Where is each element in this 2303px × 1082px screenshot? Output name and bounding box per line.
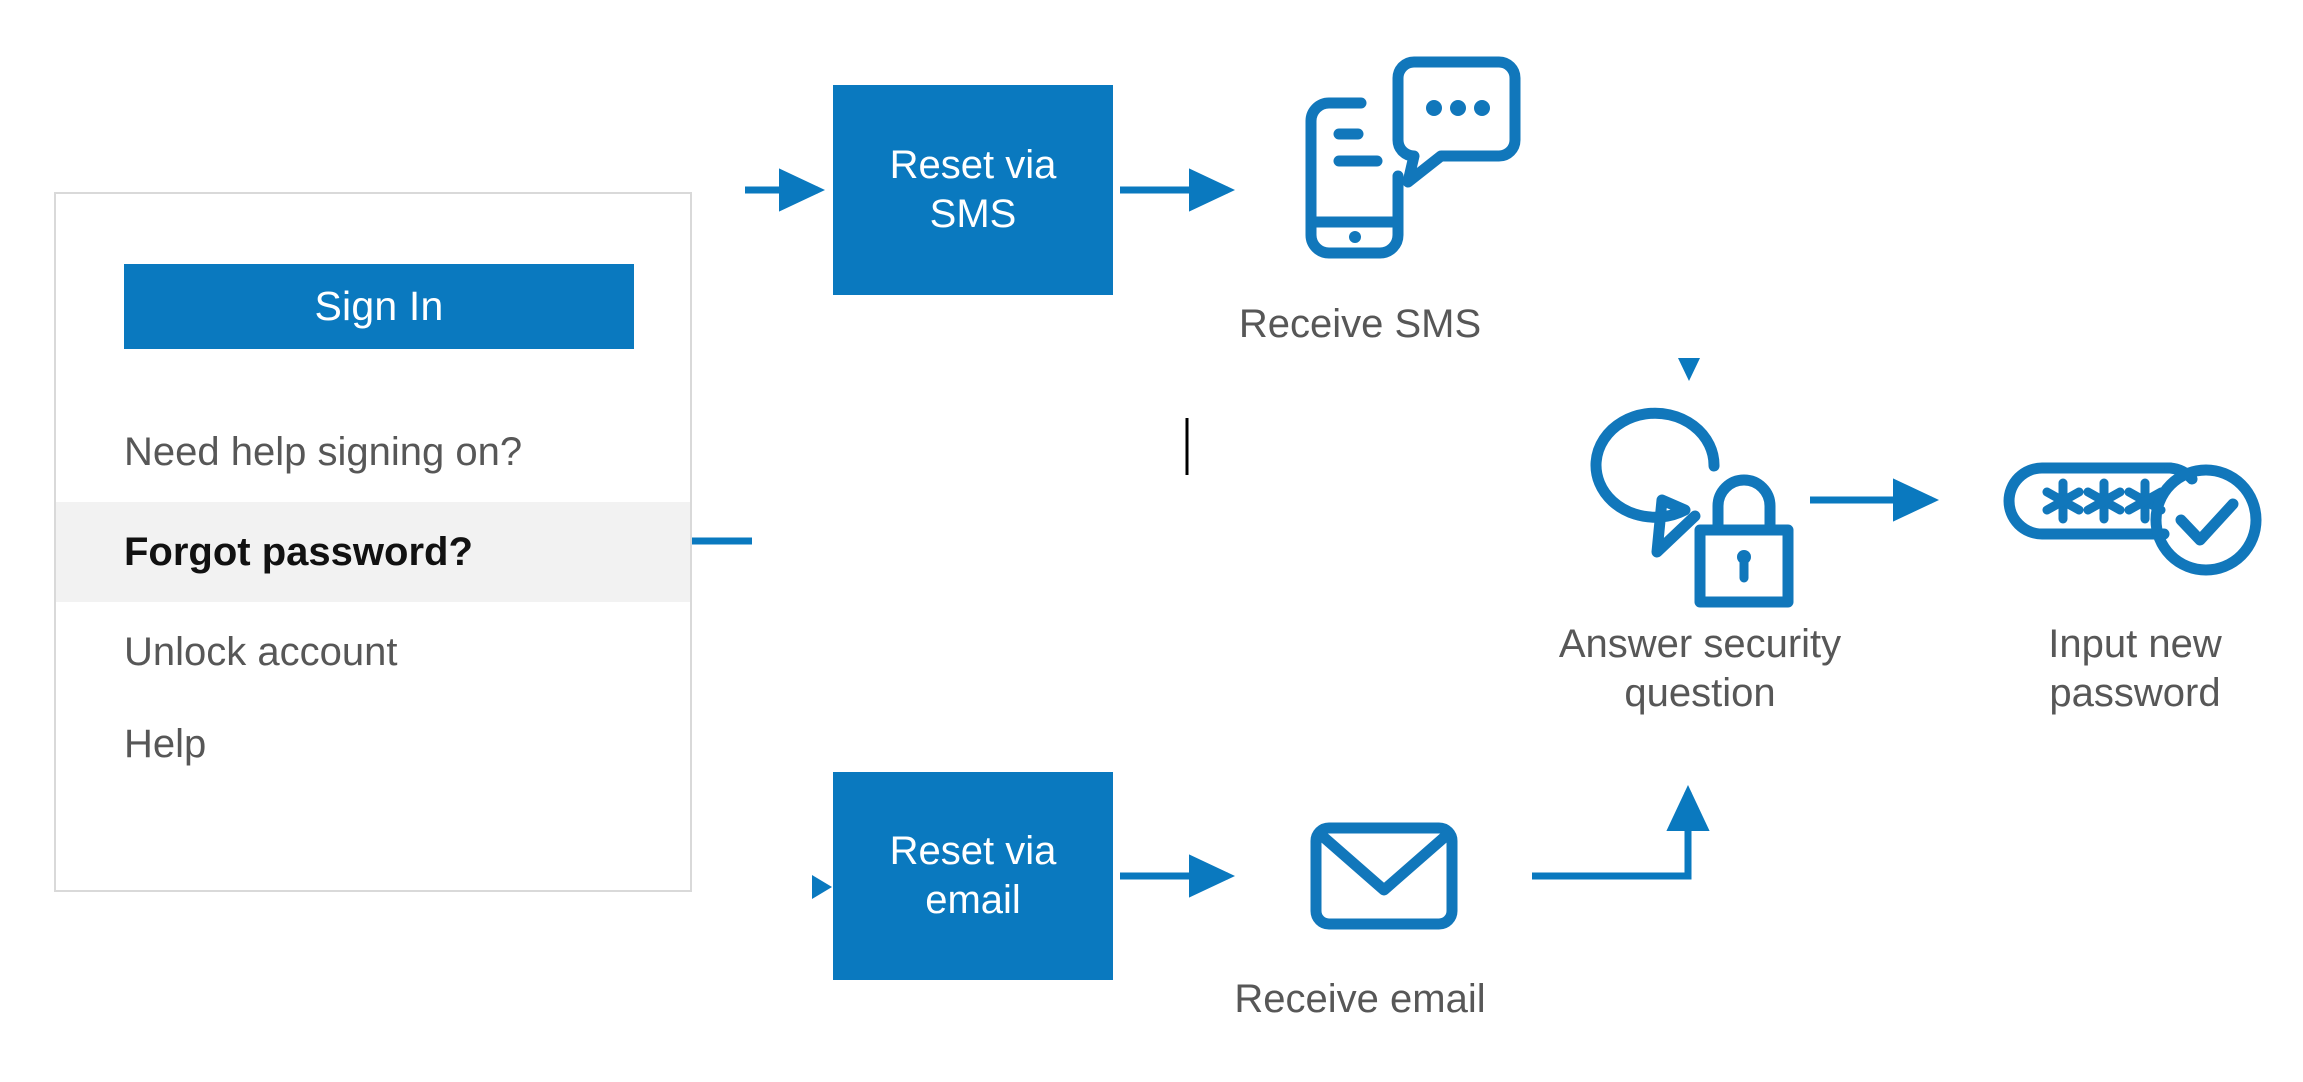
link-need-help-signing-on-label: Need help signing on? <box>124 429 523 474</box>
link-help[interactable]: Help <box>56 694 690 794</box>
connector-email-to-security-question <box>1532 784 1710 880</box>
caption-receive-email: Receive email <box>1234 977 1486 1021</box>
sign-in-button[interactable]: Sign In <box>124 264 634 349</box>
caption-answer-security-question-line1: Answer security <box>1558 622 1842 666</box>
process-box-reset-via-sms-line2: SMS <box>929 192 1017 236</box>
caption-input-new-password: Input new password <box>1975 620 2295 718</box>
marker-triangle-reset-via-email <box>812 875 832 899</box>
caption-answer-security-question: Answer security question <box>1480 620 1920 718</box>
caption-answer-security-question-line2: question <box>1624 670 1776 715</box>
process-box-reset-via-email-line2: email <box>925 878 1021 922</box>
caption-receive-sms: Receive SMS <box>1238 302 1482 346</box>
process-box-reset-via-sms[interactable]: Reset via SMS <box>833 85 1113 295</box>
envelope-icon <box>1310 822 1458 930</box>
process-box-reset-via-email[interactable]: Reset via email <box>833 772 1113 980</box>
phone-sms-icon <box>1305 56 1521 259</box>
password-asterisks-check-icon <box>2003 462 2262 576</box>
link-need-help-signing-on[interactable]: Need help signing on? <box>56 402 690 502</box>
link-unlock-account[interactable]: Unlock account <box>56 602 690 702</box>
caption-input-new-password-line2: password <box>2049 670 2221 715</box>
link-forgot-password-label: Forgot password? <box>124 529 473 574</box>
marker-arrowhead-down-security-question <box>1678 358 1700 381</box>
speech-bubble-lock-icon <box>1590 407 1794 608</box>
link-help-label: Help <box>124 721 207 766</box>
link-unlock-account-label: Unlock account <box>124 629 398 674</box>
caption-input-new-password-line1: Input new <box>2048 622 2222 666</box>
process-box-reset-via-email-line1: Reset via <box>889 829 1057 874</box>
link-forgot-password[interactable]: Forgot password? <box>56 502 690 602</box>
process-box-reset-via-sms-line1: Reset via <box>889 143 1057 188</box>
sign-in-widget: Sign In Need help signing on? Forgot pas… <box>54 192 692 892</box>
